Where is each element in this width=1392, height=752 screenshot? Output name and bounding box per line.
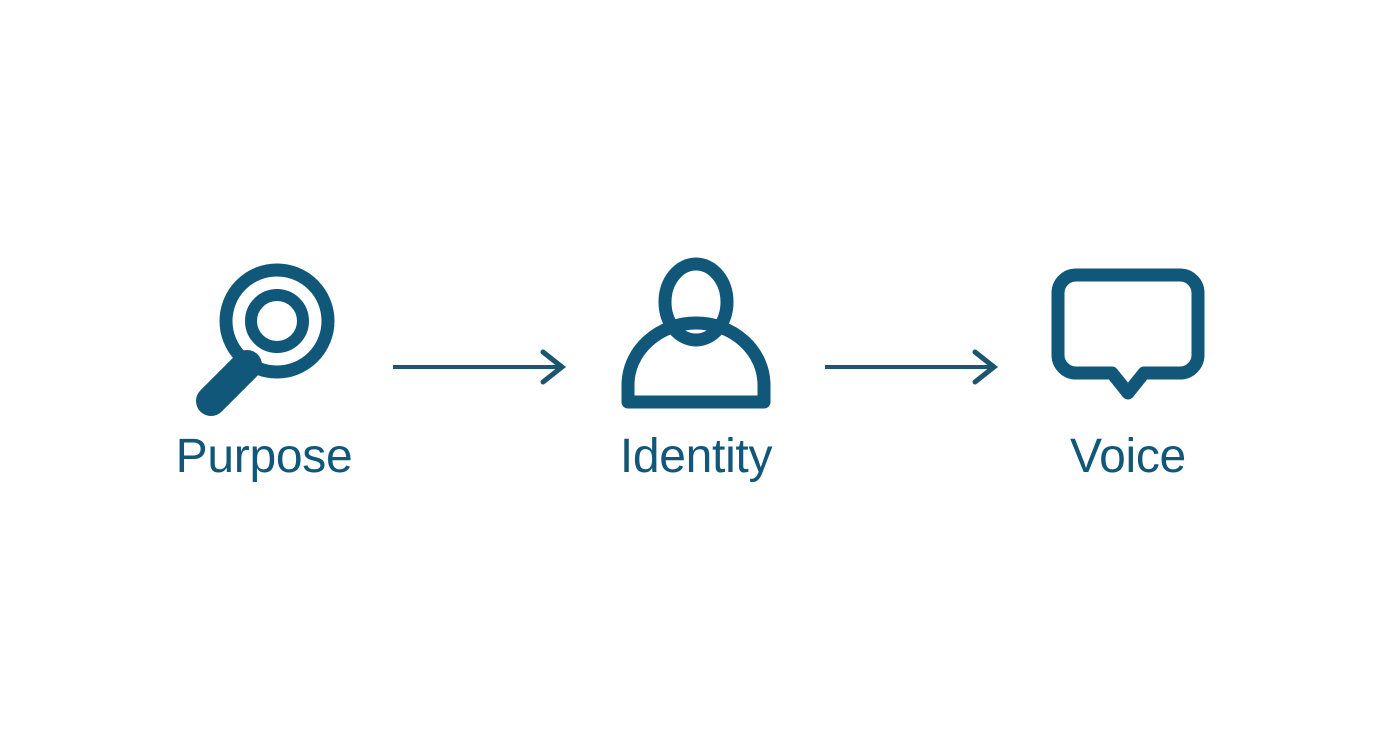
flow-step-label-purpose: Purpose: [175, 429, 353, 483]
flow-connector-1: [382, 287, 578, 447]
flow-step-purpose: Purpose: [146, 254, 382, 482]
person-icon: [616, 254, 776, 414]
speech-bubble-icon: [1048, 254, 1208, 414]
flow-step-identity: Identity: [578, 254, 814, 482]
arrow-right-icon: [825, 349, 999, 385]
flow-connector-2: [814, 287, 1010, 447]
arrow-right-icon: [393, 349, 567, 385]
magnifying-glass-icon: [184, 254, 344, 416]
flow-step-label-voice: Voice: [1070, 429, 1186, 483]
flow-step-label-identity: Identity: [619, 429, 773, 483]
flow-step-voice: Voice: [1010, 254, 1246, 482]
